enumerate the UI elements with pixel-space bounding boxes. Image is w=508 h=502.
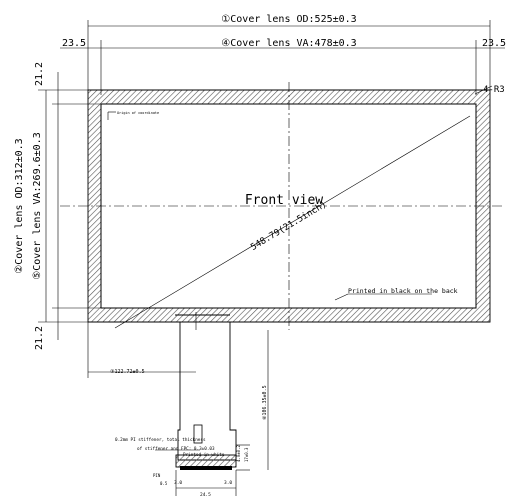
small-dim-2: 17±0.3 <box>244 447 249 462</box>
cover-lens: 4-R3 Front view 548.79(21.5inch) Origin … <box>60 82 505 330</box>
right-margin-label: 23.5 <box>482 38 506 49</box>
diagonal-line <box>114 115 471 329</box>
va-height-label: ⑤Cover lens VA:269.6±0.3 <box>32 132 43 279</box>
stiffener-note-2: of stiffener and FPC: 0.3±0.03 <box>137 446 215 452</box>
pin-pitch-label: 0.5 <box>160 481 168 486</box>
bottom-margin-label: 21.2 <box>34 326 45 350</box>
od-width-label: ①Cover lens OD:525±0.3 <box>221 14 356 25</box>
fpc-dim-a: 3.0 <box>174 480 182 486</box>
left-margin-label: 23.5 <box>62 38 86 49</box>
fpc-dim-b: 24.5 <box>200 492 211 498</box>
left-dimensions: 21.2 21.2 ②Cover lens OD:312±0.3 ⑤Cover … <box>14 62 101 350</box>
fpc-dim-c: 3.0 <box>224 480 232 486</box>
front-view-label: Front view <box>245 193 323 208</box>
stiffener-note-1: 0.2mm PI stiffener, total thickness <box>115 437 206 443</box>
small-dim-1: 4.0±0.2 <box>236 445 241 462</box>
printed-back-label: Printed in black on the back <box>348 287 458 295</box>
fpc-tail: ③122.72±0.5 ⑥106.35±0.5 0.2mm PI stiffen… <box>87 312 269 498</box>
fpc-length-label: ⑥106.35±0.5 <box>262 385 268 420</box>
printed-white-note: Printed in white <box>183 452 225 458</box>
fpc-offset-label: ③122.72±0.5 <box>110 369 145 375</box>
stiffener-rect <box>193 424 203 444</box>
top-margin-label: 21.2 <box>34 62 45 86</box>
corner-radius-label: 4-R3 <box>483 85 505 95</box>
corner-note: Origin of coordinate <box>117 111 159 115</box>
va-width-label: ④Cover lens VA:478±0.3 <box>221 38 356 49</box>
pin-label: PIN <box>153 473 161 478</box>
od-height-label: ②Cover lens OD:312±0.3 <box>14 138 25 273</box>
top-dimensions: ①Cover lens OD:525±0.3 ④Cover lens VA:47… <box>60 14 506 95</box>
